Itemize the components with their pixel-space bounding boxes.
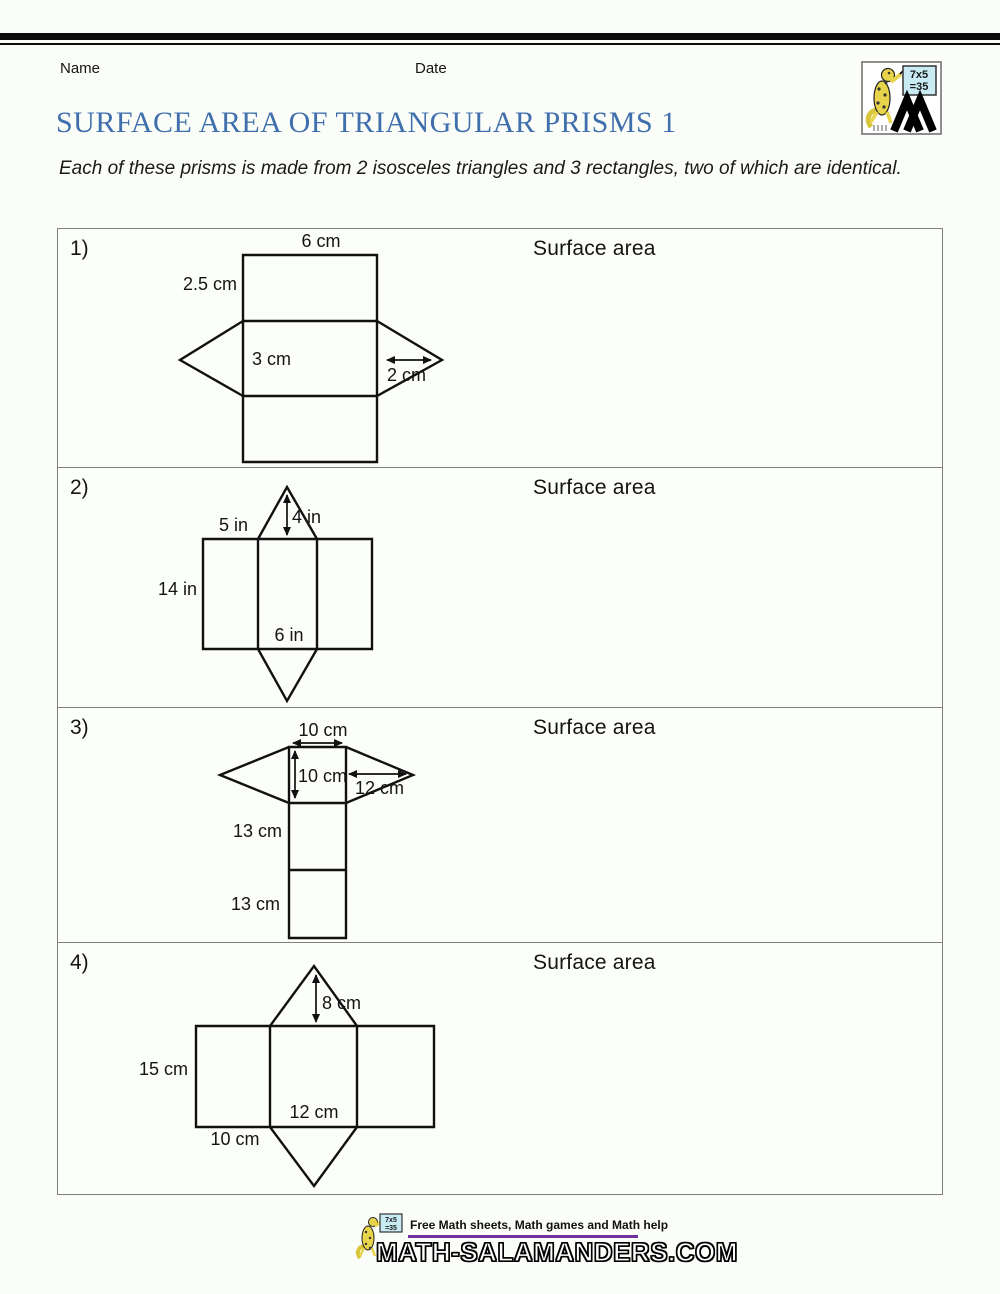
- footer-salamander-logo: 7x5 =35: [355, 1213, 403, 1260]
- m-logo-icon: [890, 89, 937, 133]
- problem-row-2: 2) Surface area 5 in 4 in 14 in 6 in: [58, 468, 942, 708]
- prism-net-diagram-3: 10 cm 10 cm 12 cm 13 cm 13 cm: [216, 720, 417, 940]
- page-title: SURFACE AREA OF TRIANGULAR PRISMS 1: [56, 106, 677, 139]
- net-bottom-triangle: [269, 1126, 358, 1189]
- dimension-label: 12 cm: [289, 1102, 338, 1122]
- dimension-label: 12 cm: [355, 778, 404, 798]
- dimension-label: 10 cm: [298, 766, 347, 786]
- top-rule-thin: [0, 43, 1000, 45]
- prism-net-diagram-1: 6 cm 2.5 cm 3 cm 2 cm: [177, 231, 445, 464]
- problem-row-4: 4) Surface area 8 cm 15 cm 12 cm 10 cm: [58, 943, 942, 1194]
- prism-net-diagram-4: 8 cm 15 cm 12 cm 10 cm: [139, 963, 436, 1189]
- net-left-triangle: [216, 745, 290, 805]
- prism-net-diagram-2: 5 in 4 in 14 in 6 in: [158, 484, 374, 704]
- dimension-label: 14 in: [158, 579, 197, 599]
- date-label: Date: [415, 60, 447, 77]
- page-subtitle: Each of these prisms is made from 2 isos…: [59, 158, 902, 179]
- math-salamanders-logo: 7x5 =35: [861, 61, 942, 135]
- board-equation-line1: 7x5: [910, 69, 928, 81]
- dimension-label: 10 cm: [210, 1129, 259, 1149]
- math-board-icon: 7x5 =35: [902, 65, 937, 96]
- net-left-triangle: [177, 319, 244, 398]
- net-rectangles: [241, 253, 379, 464]
- name-label: Name: [60, 60, 101, 77]
- dimension-label: 6 cm: [301, 231, 340, 251]
- footer-tagline: Free Math sheets, Math games and Math he…: [410, 1218, 669, 1232]
- problem-number: 1): [70, 237, 89, 260]
- worksheet-table: 1) Surface area 6 cm 2.5 cm 3 cm 2 cm 2)…: [57, 228, 943, 1195]
- surface-area-label: Surface area: [533, 716, 656, 739]
- surface-area-label: Surface area: [533, 951, 656, 974]
- dimension-label: 13 cm: [231, 894, 280, 914]
- dimension-label: 6 in: [274, 625, 303, 645]
- net-bottom-triangle: [256, 648, 319, 704]
- net-top-triangle: [269, 963, 358, 1027]
- surface-area-label: Surface area: [533, 237, 656, 260]
- board-equation-line2: =35: [385, 1225, 397, 1232]
- dimension-label: 10 cm: [298, 720, 347, 740]
- problem-row-3: 3) Surface area 10 cm 10 cm 12 cm 13 cm …: [58, 708, 942, 943]
- footer-purple-rule: [408, 1235, 638, 1238]
- dimension-label: 5 in: [219, 515, 248, 535]
- net-right-triangle: [345, 745, 417, 805]
- dimension-label: 2.5 cm: [183, 274, 237, 294]
- net-rectangles: [194, 1024, 436, 1129]
- dimension-label: 13 cm: [233, 821, 282, 841]
- dimension-label: 15 cm: [139, 1059, 188, 1079]
- problem-row-1: 1) Surface area 6 cm 2.5 cm 3 cm 2 cm: [58, 229, 942, 468]
- board-equation-line1: 7x5: [385, 1217, 397, 1224]
- problem-number: 4): [70, 951, 89, 974]
- top-rule-thick: [0, 33, 1000, 40]
- problem-number: 3): [70, 716, 89, 739]
- dimension-label: 2 cm: [387, 365, 426, 385]
- net-right-triangle: [376, 319, 445, 398]
- net-rectangles: [287, 745, 348, 940]
- dimension-label: 4 in: [292, 507, 321, 527]
- surface-area-label: Surface area: [533, 476, 656, 499]
- footer-site-name: MATH-SALAMANDERS.COM: [375, 1236, 738, 1267]
- problem-number: 2): [70, 476, 89, 499]
- salamander-icon: [355, 1216, 386, 1260]
- dimension-label: 3 cm: [252, 349, 291, 369]
- dimension-label: 8 cm: [322, 993, 361, 1013]
- board-equation-line2: =35: [910, 81, 929, 93]
- math-board-icon: 7x5 =35: [379, 1213, 403, 1233]
- net-top-triangle: [256, 484, 319, 540]
